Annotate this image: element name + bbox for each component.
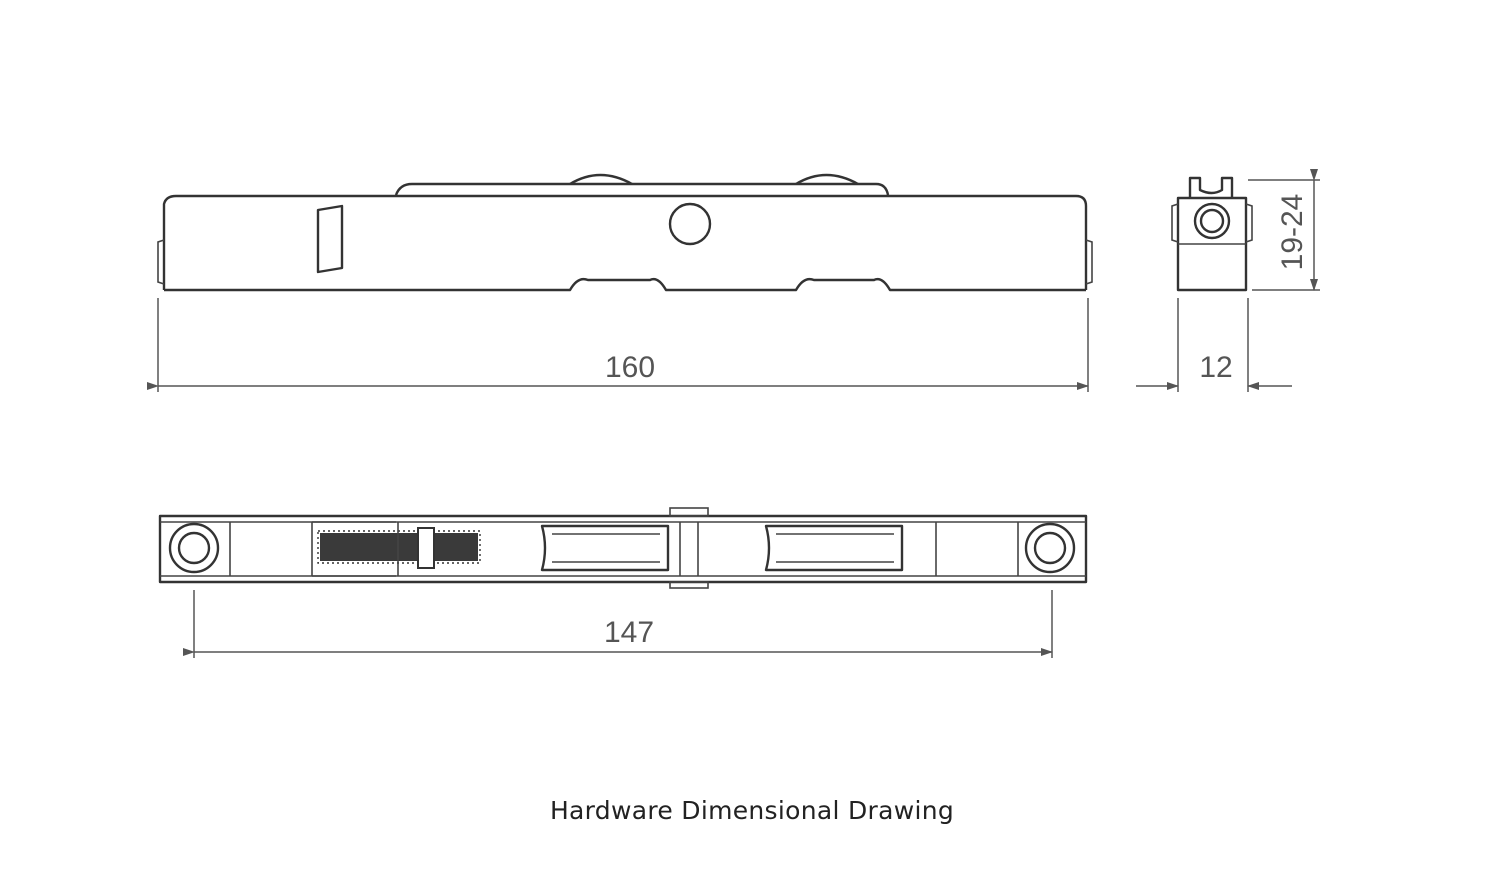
side-view	[157, 173, 1093, 292]
bottom-length-dimension: 147	[183, 590, 1053, 658]
end-width-dimension: 12	[1136, 298, 1292, 392]
bottom-length-label: 147	[604, 616, 654, 649]
caption: Hardware Dimensional Drawing	[549, 796, 955, 825]
end-height-dimension: 19-24	[1248, 169, 1320, 291]
end-view	[1171, 176, 1253, 292]
end-height-label: 19-24	[1276, 194, 1309, 271]
side-length-dimension: 160	[147, 298, 1089, 392]
bottom-view	[158, 507, 1088, 589]
side-length-label: 160	[605, 351, 655, 384]
end-width-label: 12	[1199, 351, 1232, 384]
